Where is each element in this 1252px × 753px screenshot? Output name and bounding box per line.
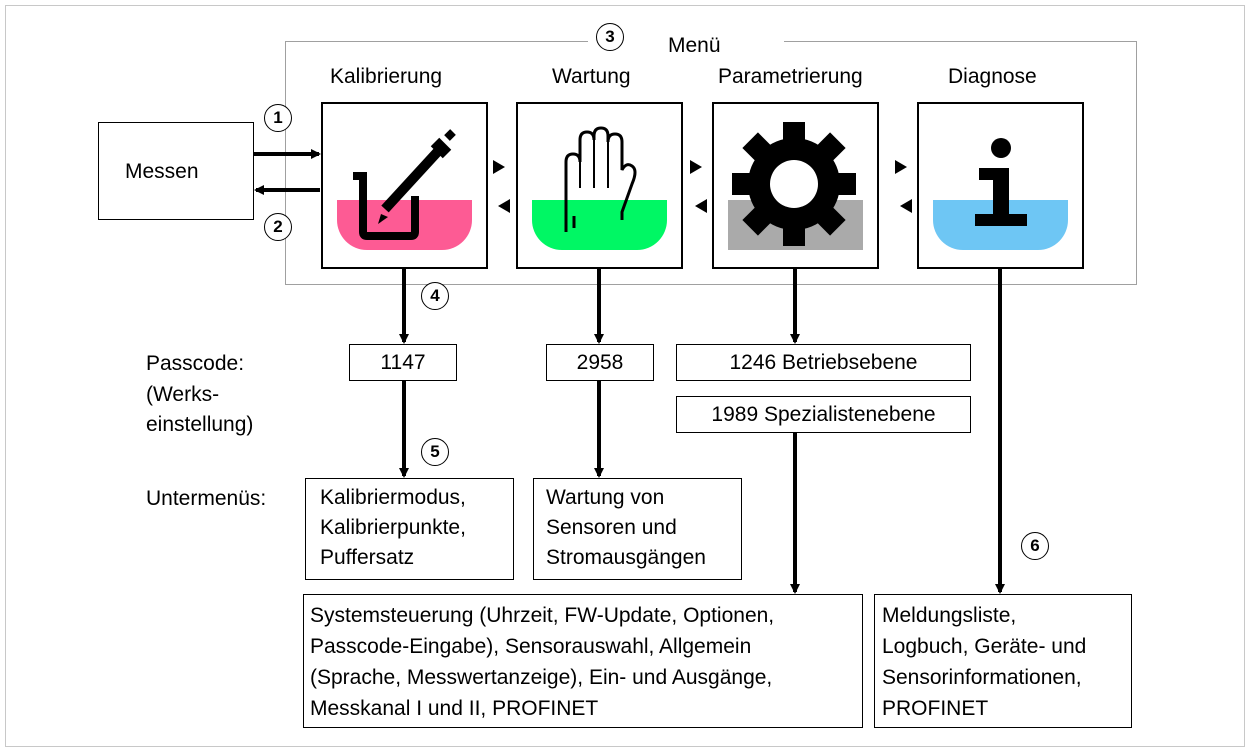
- submenus-label: Untermenüs:: [146, 487, 267, 510]
- badge-3: 3: [596, 23, 624, 51]
- submenu-diagnosis-line: Sensorinformationen,: [882, 666, 1082, 689]
- calibration-tile: [321, 102, 488, 269]
- gear-icon: [732, 122, 856, 246]
- submenu-diagnosis-line: Logbuch, Geräte- und: [882, 635, 1087, 658]
- menu-label-diagnose: Diagnose: [948, 65, 1037, 88]
- measure-label: Messen: [125, 160, 199, 183]
- submenu-box-diagnosis: Meldungsliste, Logbuch, Geräte- und Sens…: [874, 594, 1132, 728]
- passcode-label-3: einstellung): [146, 413, 254, 436]
- submenu-parametrization-line: Passcode-Eingabe), Sensorauswahl, Allgem…: [310, 635, 752, 658]
- submenu-calibration-line: Kalibriermodus,: [320, 486, 466, 509]
- submenu-maintenance-line: Wartung von: [546, 486, 665, 509]
- submenu-parametrization-line: (Sprache, Messwertanzeige), Ein- und Aus…: [310, 666, 773, 689]
- passcode-calibration: 1147: [380, 351, 426, 374]
- badge-6: 6: [1021, 532, 1049, 560]
- passcode-label-2: (Werks-: [146, 383, 220, 406]
- menu-label-parametrierung: Parametrierung: [718, 65, 863, 88]
- hand-icon: [564, 126, 637, 232]
- outer-frame: [5, 5, 1245, 747]
- badge-2: 2: [264, 213, 292, 241]
- submenu-maintenance-line: Stromausgängen: [546, 546, 706, 569]
- badge-5: 5: [421, 438, 449, 466]
- measure-box: Messen: [98, 122, 254, 220]
- submenu-box-parametrization: Systemsteuerung (Uhrzeit, FW-Update, Opt…: [303, 594, 863, 728]
- submenu-box-maintenance: Wartung von Sensoren und Stromausgängen: [533, 478, 742, 580]
- parametrization-tile: [712, 102, 879, 269]
- passcode-maintenance: 2958: [576, 351, 624, 374]
- passcode-box-maintenance: 2958: [546, 344, 654, 381]
- info-icon: [975, 138, 1027, 226]
- passcode-box-specialist: 1989 Spezialistenebene: [676, 396, 971, 433]
- passcode-box-operator: 1246 Betriebsebene: [676, 344, 971, 381]
- badge-4: 4: [421, 282, 449, 310]
- menu-title: Menü: [668, 34, 721, 57]
- submenu-diagnosis-line: Meldungsliste,: [882, 604, 1017, 627]
- passcode-specialist: 1989 Spezialistenebene: [711, 403, 936, 426]
- menu-label-wartung: Wartung: [552, 65, 631, 88]
- submenu-calibration-line: Kalibrierpunkte,: [320, 516, 466, 539]
- passcode-box-calibration: 1147: [349, 344, 457, 381]
- submenu-calibration-line: Puffersatz: [320, 546, 415, 569]
- submenu-parametrization-line: Messkanal I und II, PROFINET: [310, 697, 599, 720]
- maintenance-tile: [516, 102, 683, 269]
- submenu-parametrization-line: Systemsteuerung (Uhrzeit, FW-Update, Opt…: [310, 604, 775, 627]
- maintenance-fill: [532, 200, 667, 250]
- submenu-maintenance-line: Sensoren und: [546, 516, 677, 539]
- beaker-pen-icon: [353, 129, 456, 240]
- submenu-box-calibration: Kalibriermodus, Kalibrierpunkte, Puffers…: [305, 478, 514, 580]
- menu-label-kalibrierung: Kalibrierung: [330, 65, 443, 88]
- diagnosis-tile: [917, 102, 1084, 269]
- badge-1: 1: [264, 104, 292, 132]
- passcode-operator: 1246 Betriebsebene: [729, 351, 918, 374]
- passcode-label-1: Passcode:: [146, 352, 245, 375]
- submenu-diagnosis-line: PROFINET: [882, 697, 989, 720]
